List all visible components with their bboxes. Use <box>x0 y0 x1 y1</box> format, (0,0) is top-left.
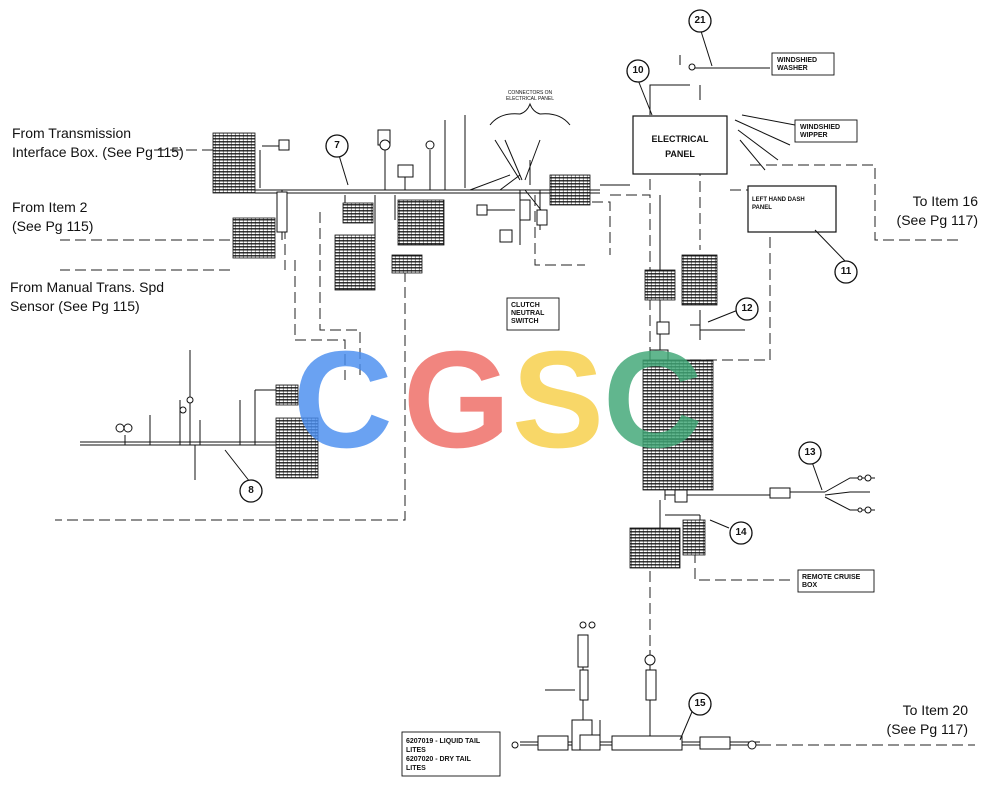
from-transmission-label: From Transmission Interface Box. (See Pg… <box>12 124 184 162</box>
tail-lites-line-1: 6207019 - LIQUID TAIL <box>406 738 481 745</box>
panel-boxes <box>632 115 837 233</box>
callout-10-circle <box>626 59 650 83</box>
windshield-wiper-line-2: WIPPER <box>800 132 828 139</box>
callout-13: 13 <box>804 447 816 458</box>
to-item20-line-1: To Item 20 <box>902 702 968 718</box>
callout-10: 10 <box>632 65 644 76</box>
clutch-switch-line-3: SWITCH <box>511 318 539 325</box>
callout-7: 7 <box>334 140 340 151</box>
connectors-note: CONNECTORS ON ELECTRICAL PANEL <box>500 90 560 102</box>
windshield-washer-box <box>771 52 835 76</box>
callout-7-circle <box>325 134 349 158</box>
tail-lites-line-3: 6207020 - DRY TAIL <box>406 756 471 763</box>
to-item16-line-2: (See Pg 117) <box>896 212 978 228</box>
label-boxes <box>401 52 875 777</box>
tail-lites-box <box>401 731 501 777</box>
connectors-note-line-1: CONNECTORS ON <box>507 90 553 96</box>
callout-14: 14 <box>735 527 747 538</box>
watermark-letter-c2: C <box>603 323 703 477</box>
connector-bundles <box>212 132 718 569</box>
from-transmission-line-2: Interface Box. (See Pg 115) <box>12 144 184 160</box>
watermark-letter-c1: C <box>293 323 393 477</box>
from-item2-line-2: (See Pg 115) <box>12 218 94 234</box>
callout-21-circle <box>688 9 712 33</box>
callout-11-circle <box>834 260 858 284</box>
remote-cruise-text: REMOTE CRUISE BOX <box>802 574 860 590</box>
callout-circles <box>239 9 858 716</box>
remote-cruise-line-1: REMOTE CRUISE <box>802 574 861 581</box>
from-manual-line-2: Sensor (See Pg 115) <box>10 298 140 314</box>
windshield-wiper-box <box>794 119 858 143</box>
small-components <box>115 63 872 751</box>
remote-cruise-line-2: BOX <box>802 582 818 589</box>
to-item20-label: To Item 20 (See Pg 117) <box>850 701 968 739</box>
callout-12-circle <box>735 297 759 321</box>
from-manual-label: From Manual Trans. Spd Sensor (See Pg 11… <box>10 278 164 316</box>
left-hand-dash-box <box>747 185 837 233</box>
watermark-letter-g: G <box>403 323 511 477</box>
callout-15-circle <box>688 692 712 716</box>
left-hand-dash-line-1: LEFT HAND DASH <box>752 197 805 203</box>
from-item2-line-1: From Item 2 <box>12 199 88 215</box>
clutch-switch-line-2: NEUTRAL <box>511 310 545 317</box>
tail-lites-line-2: LITES <box>406 747 426 754</box>
windshield-washer-line-2: WASHER <box>777 65 808 72</box>
remote-cruise-box <box>797 569 875 593</box>
windshield-wiper-line-1: WINDSHIED <box>800 124 841 131</box>
windshield-wiper-text: WINDSHIED WIPPER <box>800 124 840 140</box>
from-transmission-line-1: From Transmission <box>12 125 132 141</box>
callout-8: 8 <box>248 485 254 496</box>
clutch-switch-box <box>506 297 560 331</box>
connectors-note-line-2: ELECTRICAL PANEL <box>505 96 555 102</box>
windshield-washer-line-1: WINDSHIED <box>777 57 818 64</box>
callout-21: 21 <box>694 15 706 26</box>
clutch-switch-text: CLUTCH NEUTRAL SWITCH <box>511 302 544 326</box>
callout-8-circle <box>239 479 263 503</box>
electrical-panel-line-2: PANEL <box>665 149 695 159</box>
callout-15: 15 <box>694 698 706 709</box>
callout-11: 11 <box>840 266 852 277</box>
electrical-panel-text: ELECTRICAL PANEL <box>633 132 727 162</box>
electrical-panel-box <box>632 115 728 175</box>
clutch-switch-line-1: CLUTCH <box>511 302 540 309</box>
callout-12: 12 <box>741 303 753 314</box>
callout-13-circle <box>798 441 822 465</box>
left-hand-dash-text: LEFT HAND DASH PANEL <box>752 196 822 212</box>
tail-lites-line-4: LITES <box>406 765 426 772</box>
to-item16-label: To Item 16 (See Pg 117) <box>860 192 978 230</box>
watermark-letter-s: S <box>512 323 605 477</box>
callout-14-circle <box>729 521 753 545</box>
tail-lites-text: 6207019 - LIQUID TAIL LITES 6207020 - DR… <box>406 737 480 773</box>
windshield-washer-text: WINDSHIED WASHER <box>777 57 817 73</box>
from-manual-line-1: From Manual Trans. Spd <box>10 279 165 295</box>
from-item2-label: From Item 2 (See Pg 115) <box>12 198 93 236</box>
connectors-brace <box>489 102 571 126</box>
to-item16-line-1: To Item 16 <box>912 193 978 209</box>
electrical-panel-line-1: ELECTRICAL <box>651 134 709 144</box>
left-hand-dash-line-2: PANEL <box>752 205 772 211</box>
to-item20-line-2: (See Pg 117) <box>886 721 968 737</box>
